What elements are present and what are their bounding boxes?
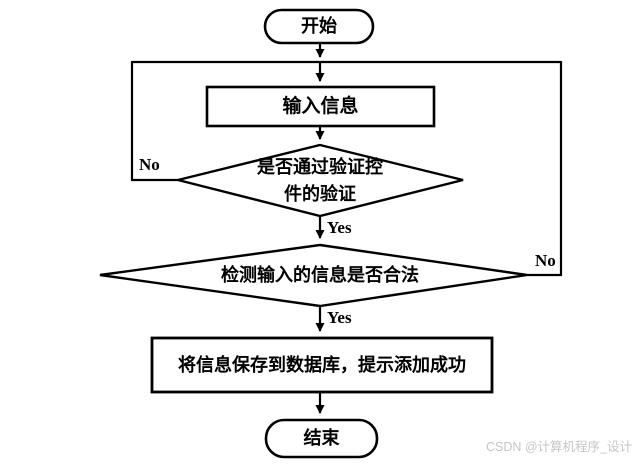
save-process-shape — [150, 336, 494, 394]
save-node-label: 将信息保存到数据库，提示添加成功 — [178, 355, 466, 375]
check-decision-shape — [99, 243, 528, 308]
start-terminator-shape — [263, 8, 375, 45]
validate-no-label: No — [139, 155, 160, 174]
csdn-watermark: CSDN @计算机程序_设计 — [485, 440, 632, 454]
validate-decision-shape — [177, 143, 464, 218]
shapes — [99, 8, 528, 459]
check-yes-label: Yes — [327, 308, 352, 327]
connectors — [130, 43, 563, 414]
start-node-label: 开始 — [301, 16, 337, 36]
edge-validate-no-loop — [130, 61, 178, 182]
input-process-shape — [205, 85, 436, 128]
check-no-label: No — [535, 251, 556, 270]
validate-decision-label: 是否通过验证控 件的验证 — [257, 157, 383, 204]
edge-check-no-loop — [527, 61, 563, 277]
validate-yes-label: Yes — [327, 218, 352, 237]
input-node-label: 输入信息 — [282, 96, 359, 117]
end-terminator-shape — [264, 418, 379, 459]
check-decision-label: 检测输入的信息是否合法 — [221, 265, 419, 285]
end-node-label: 结束 — [303, 428, 340, 448]
